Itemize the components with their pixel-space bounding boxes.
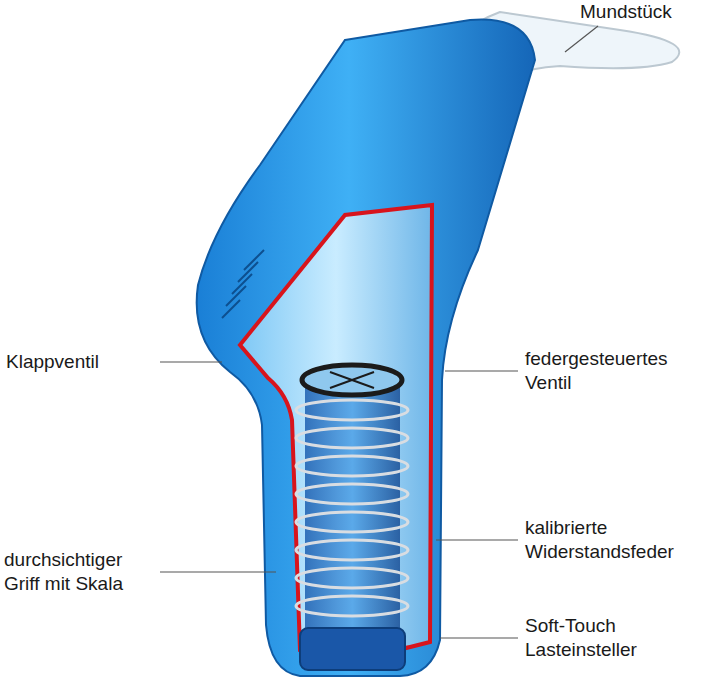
flap-valve-ribs <box>222 250 264 318</box>
load-adjuster <box>300 628 405 670</box>
part-label: Soft-Touch Lasteinsteller <box>525 614 713 662</box>
part-label: kalibrierte Widerstandsfeder <box>525 516 713 564</box>
part-label: federgesteuertes Ventil <box>525 347 713 395</box>
part-label: Klappventil <box>6 350 156 374</box>
cutaway <box>240 205 432 655</box>
part-label: Mundstück <box>580 0 710 24</box>
part-label: durchsichtiger Griff mit Skala <box>4 548 160 596</box>
valve-disk <box>302 365 402 395</box>
resistance-spring <box>296 400 408 616</box>
device-body <box>197 20 535 677</box>
